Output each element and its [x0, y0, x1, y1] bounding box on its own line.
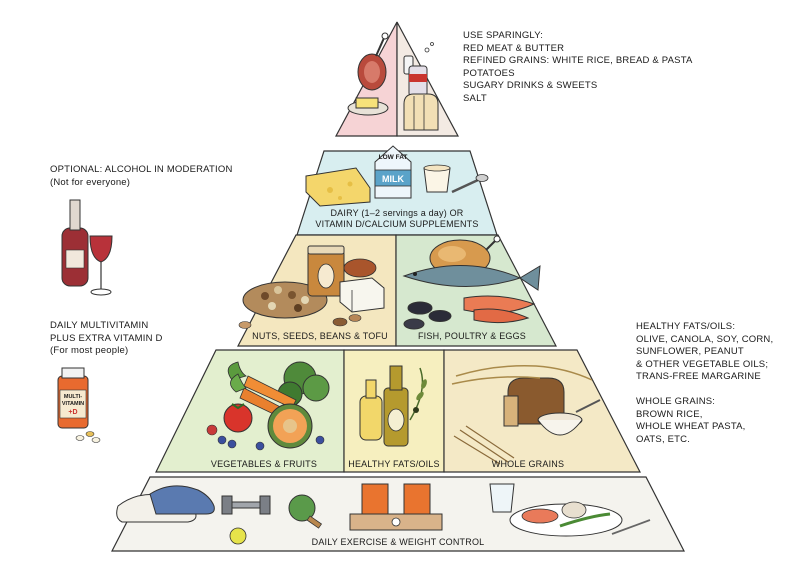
alcohol-note: OPTIONAL: ALCOHOL IN MODERATION (Not for…: [50, 164, 233, 189]
olive-branch-icon: [409, 367, 427, 421]
use-sparingly-note: USE SPARINGLY: RED MEAT & BUTTER REFINED…: [463, 30, 693, 105]
water-glass-icon: [489, 483, 515, 513]
bottle-label-line2: VITAMIN: [62, 401, 84, 407]
dairy-label-line1: DAIRY (1–2 servings a day) OR: [330, 208, 464, 218]
carton-low-fat-text: LOW FAT: [379, 154, 408, 161]
bread-icon: [403, 93, 439, 131]
healthy-fats-note-line: OLIVE, CANOLA, SOY, CORN,: [636, 333, 774, 345]
fish-icon: [402, 265, 541, 291]
healthy-fats-note: HEALTHY FATS/OILS: OLIVE, CANOLA, SOY, C…: [636, 321, 773, 384]
ping-pong-icon: [229, 494, 323, 545]
multivitamin-note: DAILY MULTIVITAMIN PLUS EXTRA VITAMIN D …: [50, 320, 163, 358]
bottle-label-line1: MULTI-: [64, 394, 82, 400]
multivitamin-note-line1: DAILY MULTIVITAMIN: [50, 320, 149, 331]
nuts-pile-icon: [238, 281, 362, 329]
fish-label: FISH, POULTRY & EGGS: [417, 331, 527, 341]
alcohol-note-line1: OPTIONAL: ALCOHOL IN MODERATION: [50, 164, 233, 175]
vitamin-bottle-icon: MULTI- VITAMIN +D: [57, 367, 89, 429]
healthy-fats-note-line: SUNFLOWER, PEANUT: [636, 346, 744, 357]
nuts-label: NUTS, SEEDS, BEANS & TOFU: [252, 331, 388, 341]
bread-loaf-icon: [503, 377, 565, 427]
fats-label: HEALTHY FATS/OILS: [348, 459, 440, 469]
dinner-plate-icon: [509, 501, 651, 537]
grains-label: WHOLE GRAINS: [491, 459, 565, 469]
berries-icon: [206, 424, 325, 451]
salmon-fillet-icon: [463, 295, 536, 324]
whole-grains-note: WHOLE GRAINS: BROWN RICE, WHOLE WHEAT PA…: [636, 396, 746, 446]
pills-icon: [75, 431, 101, 443]
vegetables-label: VEGETABLES & FRUITS: [210, 459, 318, 469]
lentils-icon: [343, 258, 377, 278]
whole-grains-note-line: WHOLE GRAINS:: [636, 396, 716, 407]
wine-glass-icon: [89, 235, 113, 296]
whole-grains-note-line: OATS, ETC.: [636, 433, 691, 445]
dairy-label: DAIRY (1–2 servings a day) OR VITAMIN D/…: [297, 208, 497, 230]
use-sparingly-item: REFINED GRAINS: WHITE RICE, BREAD & PAST…: [463, 55, 693, 66]
rice-bowl-icon: [537, 399, 601, 436]
use-sparingly-heading: USE SPARINGLY:: [463, 30, 544, 41]
wheat-icon: [451, 364, 593, 465]
bathroom-scale-icon: [349, 483, 443, 531]
use-sparingly-item: SUGARY DRINKS & SWEETS: [463, 80, 598, 91]
dumbbell-icon: [221, 495, 271, 515]
multivitamin-note-line3: (For most people): [50, 345, 129, 356]
spoon-icon: [451, 174, 489, 194]
use-sparingly-item: RED MEAT & BUTTER: [463, 42, 565, 54]
exercise-label: DAILY EXERCISE & WEIGHT CONTROL: [311, 537, 485, 547]
dairy-label-line2: VITAMIN D/CALCIUM SUPPLEMENTS: [315, 219, 479, 229]
soda-can-icon: [408, 65, 428, 97]
healthy-fats-note-line: TRANS-FREE MARGARINE: [636, 371, 761, 382]
carton-milk-text: MILK: [382, 174, 404, 184]
meat-icon: [357, 32, 389, 91]
use-sparingly-item: SALT: [463, 92, 487, 104]
milk-carton-icon: LOW FAT MILK: [374, 145, 412, 199]
yogurt-icon: [423, 164, 451, 193]
alcohol-note-line2: (Not for everyone): [50, 176, 131, 188]
butter-icon: [347, 97, 389, 116]
oil-bottle-icon: [359, 365, 409, 447]
mussels-icon: [403, 301, 452, 330]
multivitamin-note-line2: PLUS EXTRA VITAMIN D: [50, 332, 163, 344]
sneakers-icon: [116, 485, 215, 523]
melon-icon: [267, 403, 313, 449]
tofu-icon: [339, 277, 385, 313]
cheese-icon: [305, 167, 371, 207]
use-sparingly-item: POTATOES: [463, 67, 515, 79]
whole-grains-note-line: WHOLE WHEAT PASTA,: [636, 421, 746, 432]
peanut-jar-icon: [307, 245, 345, 297]
bottle-label-line3: +D: [68, 409, 77, 416]
whole-grains-note-line: BROWN RICE,: [636, 408, 703, 420]
tomato-icon: [223, 403, 253, 433]
healthy-fats-note-line: HEALTHY FATS/OILS:: [636, 321, 736, 332]
wine-bottle-icon: [61, 199, 89, 287]
healthy-fats-note-line: & OTHER VEGETABLE OILS;: [636, 358, 769, 370]
